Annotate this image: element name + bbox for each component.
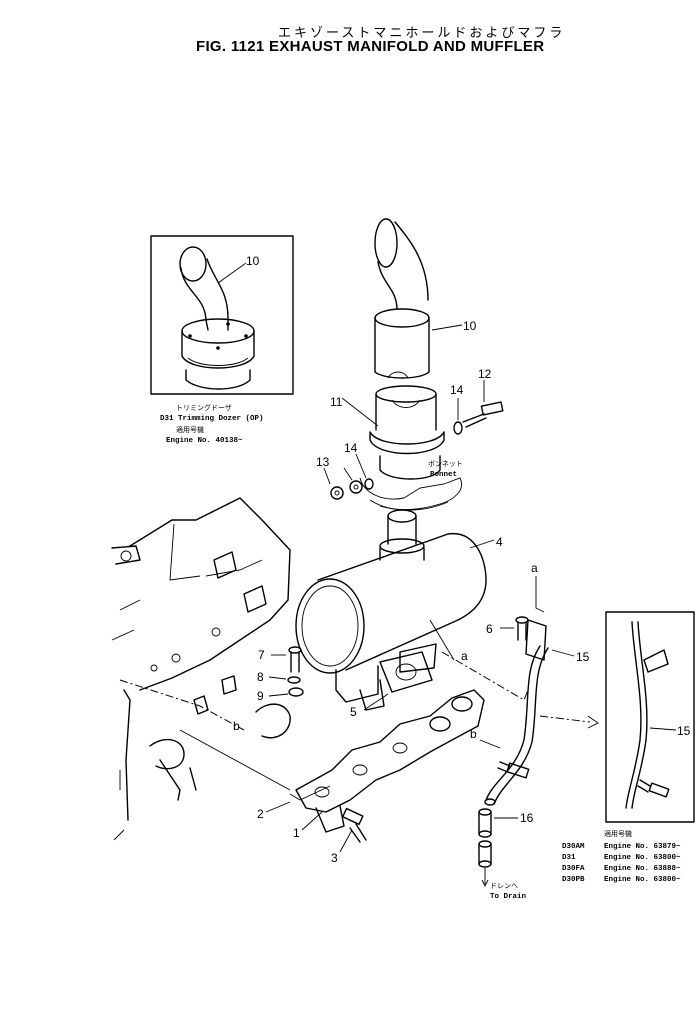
- gasket-2: [289, 785, 331, 801]
- bolt-3: [342, 807, 367, 843]
- leader-10-inset: [217, 262, 247, 284]
- callout-16: 16: [520, 811, 534, 825]
- washer-14-upper: [453, 421, 463, 435]
- hose-16: [478, 808, 492, 888]
- callout-3: 3: [331, 851, 338, 865]
- inset-note-engine-no: Engine No. 40138~: [166, 437, 243, 445]
- lock-washer-8: [287, 676, 301, 684]
- callout-8: 8: [257, 670, 264, 684]
- figure-title-japanese: エキゾーストマニホールドおよびマフラ: [278, 26, 566, 41]
- nuts-13: [330, 480, 363, 500]
- callout-2: 2: [257, 807, 264, 821]
- engine-block: [111, 497, 291, 841]
- callout-7: 7: [258, 648, 265, 662]
- callout-14-upper: 14: [450, 383, 464, 397]
- callout-13: 13: [316, 455, 330, 469]
- callout-10-inset: 10: [246, 254, 260, 268]
- callout-10-tail-pipe: 10: [463, 319, 477, 333]
- muffler: [295, 509, 487, 711]
- bolt-drain-bracket: [497, 761, 530, 779]
- ref-letter-a-upper: a: [531, 561, 538, 575]
- ref-letter-b-right: b: [470, 727, 477, 741]
- callout-5: 5: [350, 705, 357, 719]
- exhaust-manifold: [295, 689, 485, 833]
- bolt-12: [462, 401, 504, 428]
- gasket-5: [379, 651, 433, 693]
- ref-letter-b-left: b: [233, 719, 240, 733]
- callout-11: 11: [330, 395, 343, 409]
- tail-pipe: [374, 218, 430, 379]
- callout-4: 4: [496, 535, 503, 549]
- drain-label-jp: ドレンへ: [490, 882, 518, 890]
- callout-9: 9: [257, 689, 264, 703]
- right-inset-model-4: D30PB: [562, 876, 585, 884]
- bolt-6: [515, 616, 529, 641]
- right-inset-model-2: D31: [562, 854, 576, 862]
- callout-15: 15: [576, 650, 590, 664]
- drain-pipe: [484, 619, 549, 806]
- right-inset-model-1: D30AM: [562, 843, 585, 851]
- callout-6: 6: [486, 622, 493, 636]
- inset-stack-pipe: [179, 246, 255, 390]
- inset-trimming-dozer: 10 トリミングドーザ D31 Trimming Dozer (OP) 適用号機…: [150, 235, 294, 445]
- right-inset-engine-1: Engine No. 63879~: [604, 843, 681, 851]
- inset-note-applicable-jp: 適用号機: [176, 425, 204, 434]
- right-inset-model-3: D30FA: [562, 865, 585, 873]
- figure-title: FIG. 1121 EXHAUST MANIFOLD AND MUFFLER: [196, 38, 545, 55]
- right-inset-engine-2: Engine No. 63800~: [604, 854, 681, 862]
- right-inset-applicable-jp: 適用号機: [604, 829, 632, 838]
- callout-12: 12: [478, 367, 492, 381]
- callout-14-lower: 14: [344, 441, 358, 455]
- right-inset-engine-4: Engine No. 63800~: [604, 876, 681, 884]
- inset-note-model: D31 Trimming Dozer (OP): [160, 415, 264, 423]
- inset-note-japanese: トリミングドーザ: [176, 403, 232, 412]
- inset-frame-right: [605, 611, 695, 823]
- drain-label: To Drain: [490, 893, 527, 901]
- washer-9: [288, 687, 304, 697]
- bonnet-label: Bonnet: [430, 471, 457, 479]
- callout-1: 1: [293, 826, 300, 840]
- washer-14-lower: [364, 478, 374, 490]
- callout-15-inset: 15: [677, 724, 691, 738]
- bolt-7: [288, 646, 302, 673]
- bonnet-label-jp: ボンネット: [428, 460, 463, 468]
- inset-frame-left: [150, 235, 294, 395]
- ref-letter-a-lower: a: [461, 649, 468, 663]
- right-inset-engine-3: Engine No. 63888~: [604, 865, 681, 873]
- inset-drain-pipe: [605, 611, 695, 823]
